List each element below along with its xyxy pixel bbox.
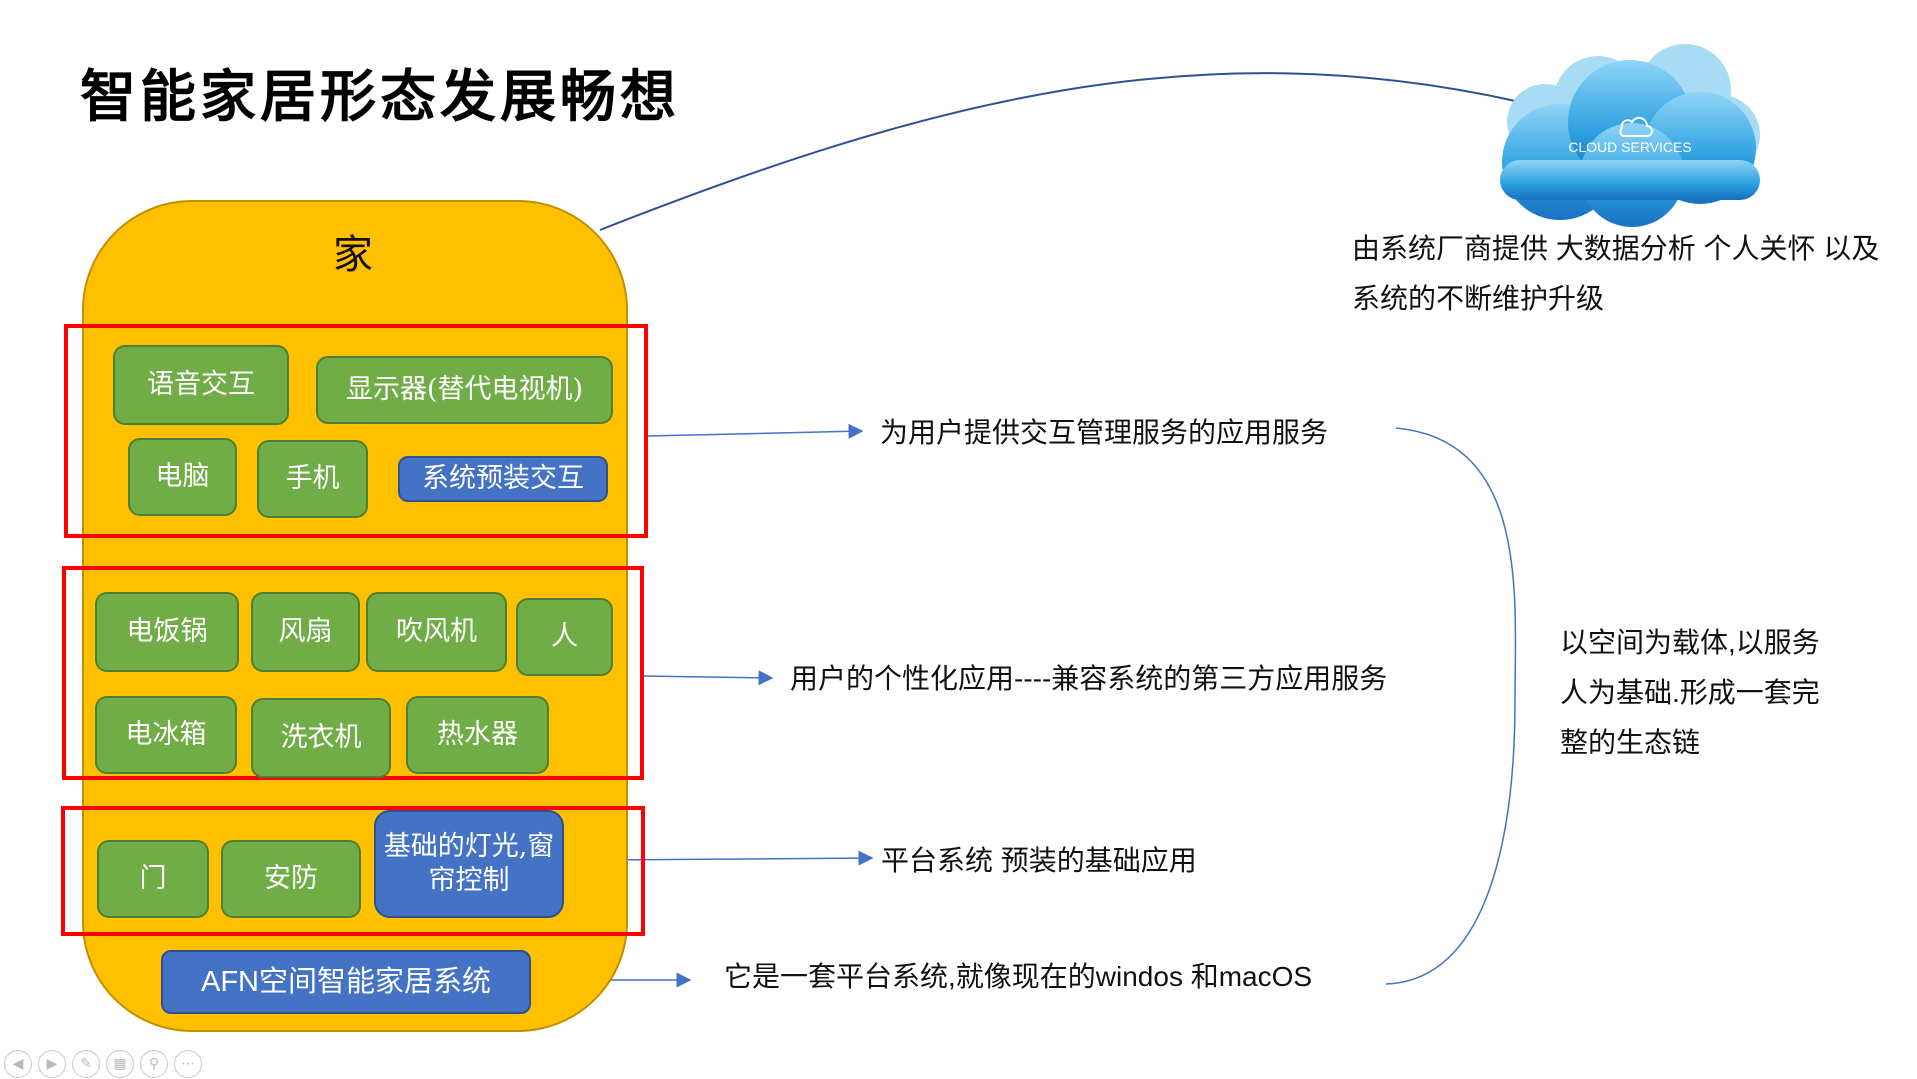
home-label: 家 (333, 232, 373, 278)
cloud-icon (1500, 44, 1760, 227)
person-node: 人 (516, 598, 613, 676)
more-icon[interactable]: ⋯ (174, 1050, 202, 1078)
cloud-services-label: CLOUD SERVICES (1568, 139, 1691, 155)
basic-app-layer-description: 平台系统 预装的基础应用 (881, 845, 1197, 876)
phone-node: 手机 (257, 440, 368, 518)
third-party-layer-description: 用户的个性化应用----兼容系统的第三方应用服务 (790, 663, 1388, 694)
arrow-layer3 (603, 850, 874, 866)
platform-system-node: AFN空间智能家居系统 (161, 950, 531, 1014)
interaction-layer-description: 为用户提供交互管理服务的应用服务 (880, 417, 1329, 448)
arrow-layer2 (641, 670, 774, 686)
washing-machine-node: 洗衣机 (251, 698, 391, 778)
ecosystem-brace (1385, 427, 1517, 985)
cloud-description: 由系统厂商提供 大数据分析 个人关怀 以及 系统的不断维护升级 (1352, 224, 1912, 324)
house-to-cloud-connector (599, 72, 1521, 231)
lighting-curtain-node: 基础的灯光,窗帘控制 (374, 810, 564, 918)
cloud-description-line: 系统的不断维护升级 (1352, 283, 1605, 314)
arrow-layer1 (647, 423, 864, 439)
water-heater-node: 热水器 (406, 696, 549, 774)
basic-app-layer-frame (61, 806, 645, 936)
fan-node: 风扇 (251, 592, 360, 672)
ecosystem-line: 人为基础.形成一套完 (1560, 677, 1820, 708)
rice-cooker-node: 电饭锅 (95, 592, 239, 672)
ecosystem-line: 整的生态链 (1560, 727, 1701, 758)
security-node: 安防 (221, 840, 361, 918)
door-node: 门 (97, 840, 209, 918)
preinstalled-interaction-node: 系统预装交互 (398, 456, 608, 502)
page-title: 智能家居形态发展畅想 (80, 64, 680, 130)
zoom-icon[interactable]: ⚲ (140, 1050, 168, 1078)
voice-interaction-node: 语音交互 (113, 345, 289, 425)
refrigerator-node: 电冰箱 (95, 696, 237, 774)
cloud-description-line: 由系统厂商提供 大数据分析 个人关怀 以及 (1352, 233, 1880, 264)
slides-icon[interactable]: ▦ (106, 1050, 134, 1078)
slideshow-toolbar: ◀ ▶ ✎ ▦ ⚲ ⋯ (4, 1050, 202, 1078)
next-icon[interactable]: ▶ (38, 1050, 66, 1078)
interaction-layer-frame (64, 324, 648, 538)
ecosystem-line: 以空间为载体,以服务 (1560, 627, 1820, 658)
platform-description: 它是一套平台系统,就像现在的windos 和macOS (724, 961, 1313, 992)
prev-icon[interactable]: ◀ (4, 1050, 32, 1078)
computer-node: 电脑 (128, 438, 237, 516)
pen-icon[interactable]: ✎ (72, 1050, 100, 1078)
third-party-layer-frame (62, 566, 644, 780)
display-node: 显示器(替代电视机) (316, 356, 613, 424)
hair-dryer-node: 吹风机 (366, 592, 507, 672)
ecosystem-description: 以空间为载体,以服务 人为基础.形成一套完 整的生态链 (1560, 618, 1860, 768)
